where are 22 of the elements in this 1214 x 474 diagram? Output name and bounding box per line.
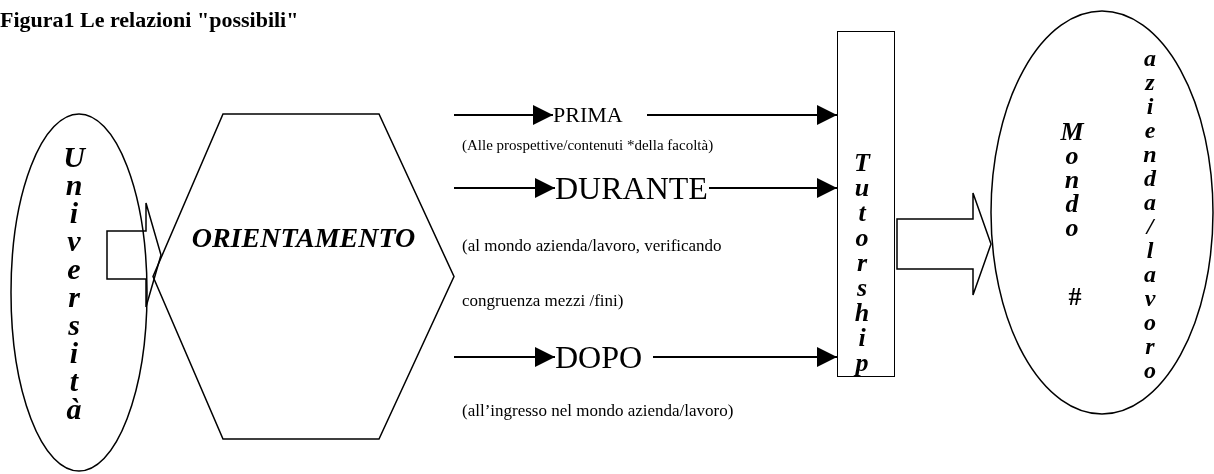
- block-arrow: [106, 202, 162, 308]
- stage-label: DURANTE: [555, 168, 707, 208]
- node-label: Mondo: [1059, 120, 1085, 240]
- stage-description: (Alle prospettive/contenuti *della facoltà): [462, 136, 714, 154]
- arrow: [708, 178, 838, 198]
- node-label: Università: [62, 143, 87, 423]
- node-label: azienda/lavoro: [1142, 46, 1158, 382]
- stage-label: PRIMA: [553, 102, 645, 128]
- node-label: ORIENTAMENTO: [190, 221, 417, 255]
- node-label: #: [1067, 282, 1083, 312]
- note-text: (al mondo azienda/lavoro, verificando congruenza mezzi /fini): [462, 235, 723, 312]
- arrow: [646, 105, 838, 125]
- arrow: [652, 347, 838, 367]
- vertical-box: [837, 31, 895, 377]
- arrow: [453, 105, 554, 125]
- note-text: (all’ingresso nel mondo azienda/lavoro): [462, 400, 734, 422]
- block-arrow: [896, 192, 992, 296]
- figure-title: Figura1 Le relazioni "possibili": [0, 6, 299, 34]
- arrow: [453, 347, 556, 367]
- stage-label: DOPO: [555, 337, 651, 377]
- node-label: Tutorship: [852, 150, 872, 375]
- arrow: [453, 178, 556, 198]
